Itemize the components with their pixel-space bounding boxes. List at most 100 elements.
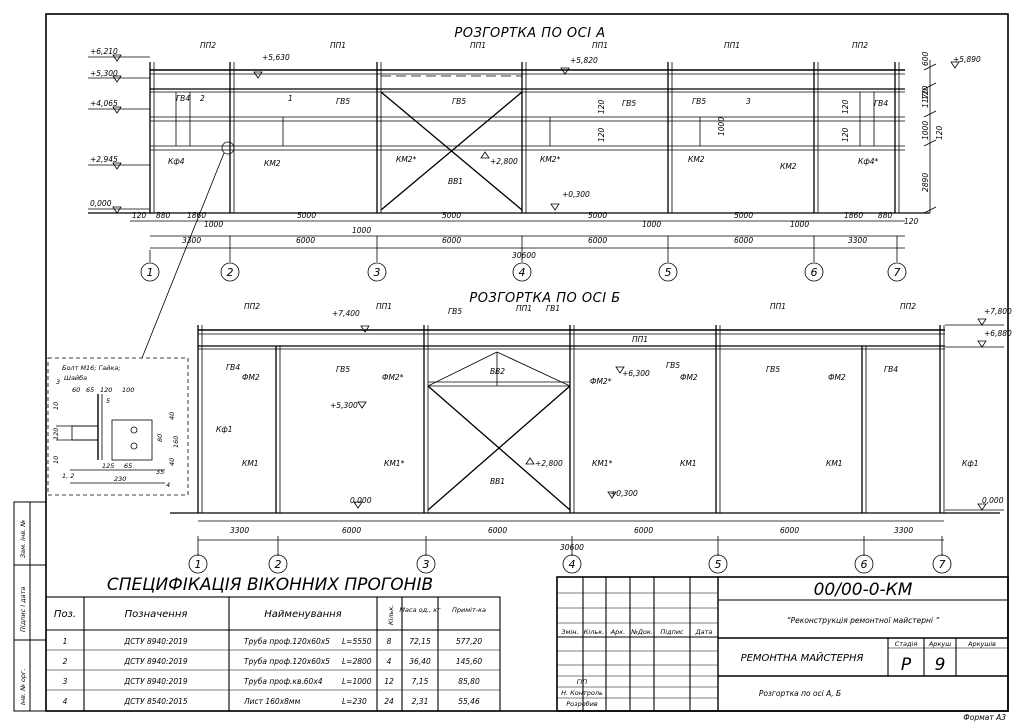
spec-col-mass: Маса од., кг — [399, 606, 441, 614]
section-a-dims: 120 120 1000 120 120 600 1170 120 1000 1… — [132, 51, 944, 260]
a-bdim: 1860 — [187, 211, 206, 220]
detail-dim: 65 — [86, 386, 94, 394]
a-label: ПП2 — [200, 41, 216, 50]
stamp-col: №Док. — [630, 628, 653, 636]
a-vdim: 1000 — [717, 117, 726, 136]
bolt-detail — [47, 141, 235, 496]
section-b-frame — [170, 318, 1004, 556]
spec-cell: Труба проф.120х60х5 — [244, 657, 330, 666]
mark-a-2: +5,820 — [570, 56, 598, 65]
a-label: ПП1 — [470, 41, 486, 50]
a-rdim: 120 — [921, 85, 930, 100]
section-b-labels: ПП2 ПП1 ГВ5 ПП1 ГВ1 ПП1 ПП1 ПП2 ГВ4 ФМ2 … — [216, 302, 979, 486]
detail-dim: 40 — [168, 412, 176, 420]
a-subdim: 1000 — [352, 226, 371, 235]
spec-cell: 85,80 — [458, 677, 480, 686]
b-label: ГВ1 — [546, 304, 560, 313]
b-label: Кф1 — [216, 425, 233, 434]
detail-bolt: Болт М16; Гайка; — [62, 364, 121, 372]
b-total: 30600 — [560, 543, 584, 552]
b-label: ВВ2 — [490, 367, 505, 376]
section-b-marks: +7,400 +6,300 +5,300 +2,800 +0,300 0,000… — [330, 307, 1012, 505]
a-label: ГВ5 — [622, 99, 636, 108]
detail-dim: 120 — [100, 386, 112, 394]
detail-num: 3 — [56, 378, 60, 386]
spec-cell: Лист 160х8мм — [243, 697, 301, 706]
elev-a-3: +4,065 — [90, 99, 118, 108]
spec-table — [45, 596, 501, 712]
b-label: Кф1 — [962, 459, 979, 468]
b-label: ГВ4 — [226, 363, 240, 372]
a-subdim: 1000 — [642, 220, 661, 229]
a-span: 6000 — [588, 236, 607, 245]
detail-dim: 10 — [52, 456, 60, 464]
b-label: ФМ2* — [590, 377, 612, 386]
a-label: ГВ5 — [452, 97, 466, 106]
a-label: ГВ4 — [874, 99, 888, 108]
mark-b: 0,000 — [982, 496, 1004, 505]
axis-a-5: 5 — [665, 266, 672, 279]
a-label: ГВ4 — [176, 94, 190, 103]
a-vdim: 120 — [597, 99, 606, 114]
spec-cell: 7,15 — [412, 677, 429, 686]
title-block-text: 00/00-0-КМ “Реконструкція ремонтної майс… — [561, 580, 996, 708]
b-label: КМ1 — [826, 459, 843, 468]
b-label: ФМ2 — [242, 373, 260, 382]
a-bdim: 880 — [156, 211, 171, 220]
b-label: ПП1 — [632, 335, 648, 344]
spec-cell: Труба проф.кв.60х4 — [244, 677, 323, 686]
axis-b-1: 1 — [195, 558, 202, 571]
a-bdim: 880 — [878, 211, 893, 220]
spec-cell: 577,20 — [456, 637, 482, 646]
sheet-header: Аркуш — [928, 640, 951, 648]
axis-b-2: 2 — [275, 558, 282, 571]
spec-header: Поз. Позначення Найменування Кільк. Маса… — [54, 605, 486, 625]
side-label: Зам. інв. № — [19, 520, 27, 558]
spec-col-code: Позначення — [125, 609, 188, 620]
spec-cell: 12 — [384, 677, 394, 686]
mark-a-3: +2,800 — [490, 157, 518, 166]
spec-col-pos: Поз. — [54, 609, 76, 620]
elev-a-1: +6,210 — [90, 47, 118, 56]
a-vdim: 120 — [841, 127, 850, 142]
detail-dim: 65 — [124, 462, 132, 470]
section-b-title: РОЗГОРТКА ПО ОСІ Б — [469, 291, 620, 306]
stage-header: Стадія — [895, 640, 918, 648]
a-span: 3300 — [848, 236, 867, 245]
spec-cell: ДСТУ 8540:2015 — [123, 697, 188, 706]
a-label: ПП1 — [724, 41, 740, 50]
spec-cell: L=230 — [342, 697, 367, 706]
a-rdim: 600 — [921, 51, 930, 66]
detail-dim: 40 — [168, 458, 176, 466]
b-label: КМ1 — [680, 459, 697, 468]
a-total: 30600 — [512, 251, 536, 260]
b-span: 3300 — [894, 526, 913, 535]
spec-cell: 1 — [63, 637, 68, 646]
a-label: КМ2 — [688, 155, 705, 164]
section-b-dims: 3300 6000 6000 6000 6000 3300 30600 — [230, 526, 913, 552]
a-span: 6000 — [734, 236, 753, 245]
title-block — [556, 576, 1009, 712]
b-span: 6000 — [780, 526, 799, 535]
spec-cell: ДСТУ 8940:2019 — [123, 657, 188, 666]
a-label: Кф4 — [168, 157, 185, 166]
detail-dim: 35 — [156, 468, 164, 476]
b-label: ФМ2 — [680, 373, 698, 382]
b-label: ГВ5 — [336, 365, 350, 374]
b-label: ПП1 — [376, 302, 392, 311]
mark-b: +0,300 — [610, 489, 638, 498]
axis-b-4: 4 — [569, 558, 576, 571]
spec-cell: 8 — [387, 637, 392, 646]
a-label: ПП1 — [330, 41, 346, 50]
a-label: ГВ5 — [692, 97, 706, 106]
spec-rows: 1 ДСТУ 8940:2019 Труба проф.120х60х5 L=5… — [63, 637, 483, 706]
detail-dim: 160 — [172, 436, 180, 448]
detail-dim: 120 — [52, 428, 60, 440]
detail-num: 1, 2 — [62, 472, 74, 480]
spec-col-name: Найменування — [264, 609, 341, 620]
mark-b: +7,400 — [332, 309, 360, 318]
side-label: Інв. № орг. — [19, 668, 27, 705]
b-label: ПП1 — [516, 304, 532, 313]
stamp-role: Н. Контроль — [561, 689, 603, 697]
detail-washer: Шайба — [64, 374, 87, 382]
